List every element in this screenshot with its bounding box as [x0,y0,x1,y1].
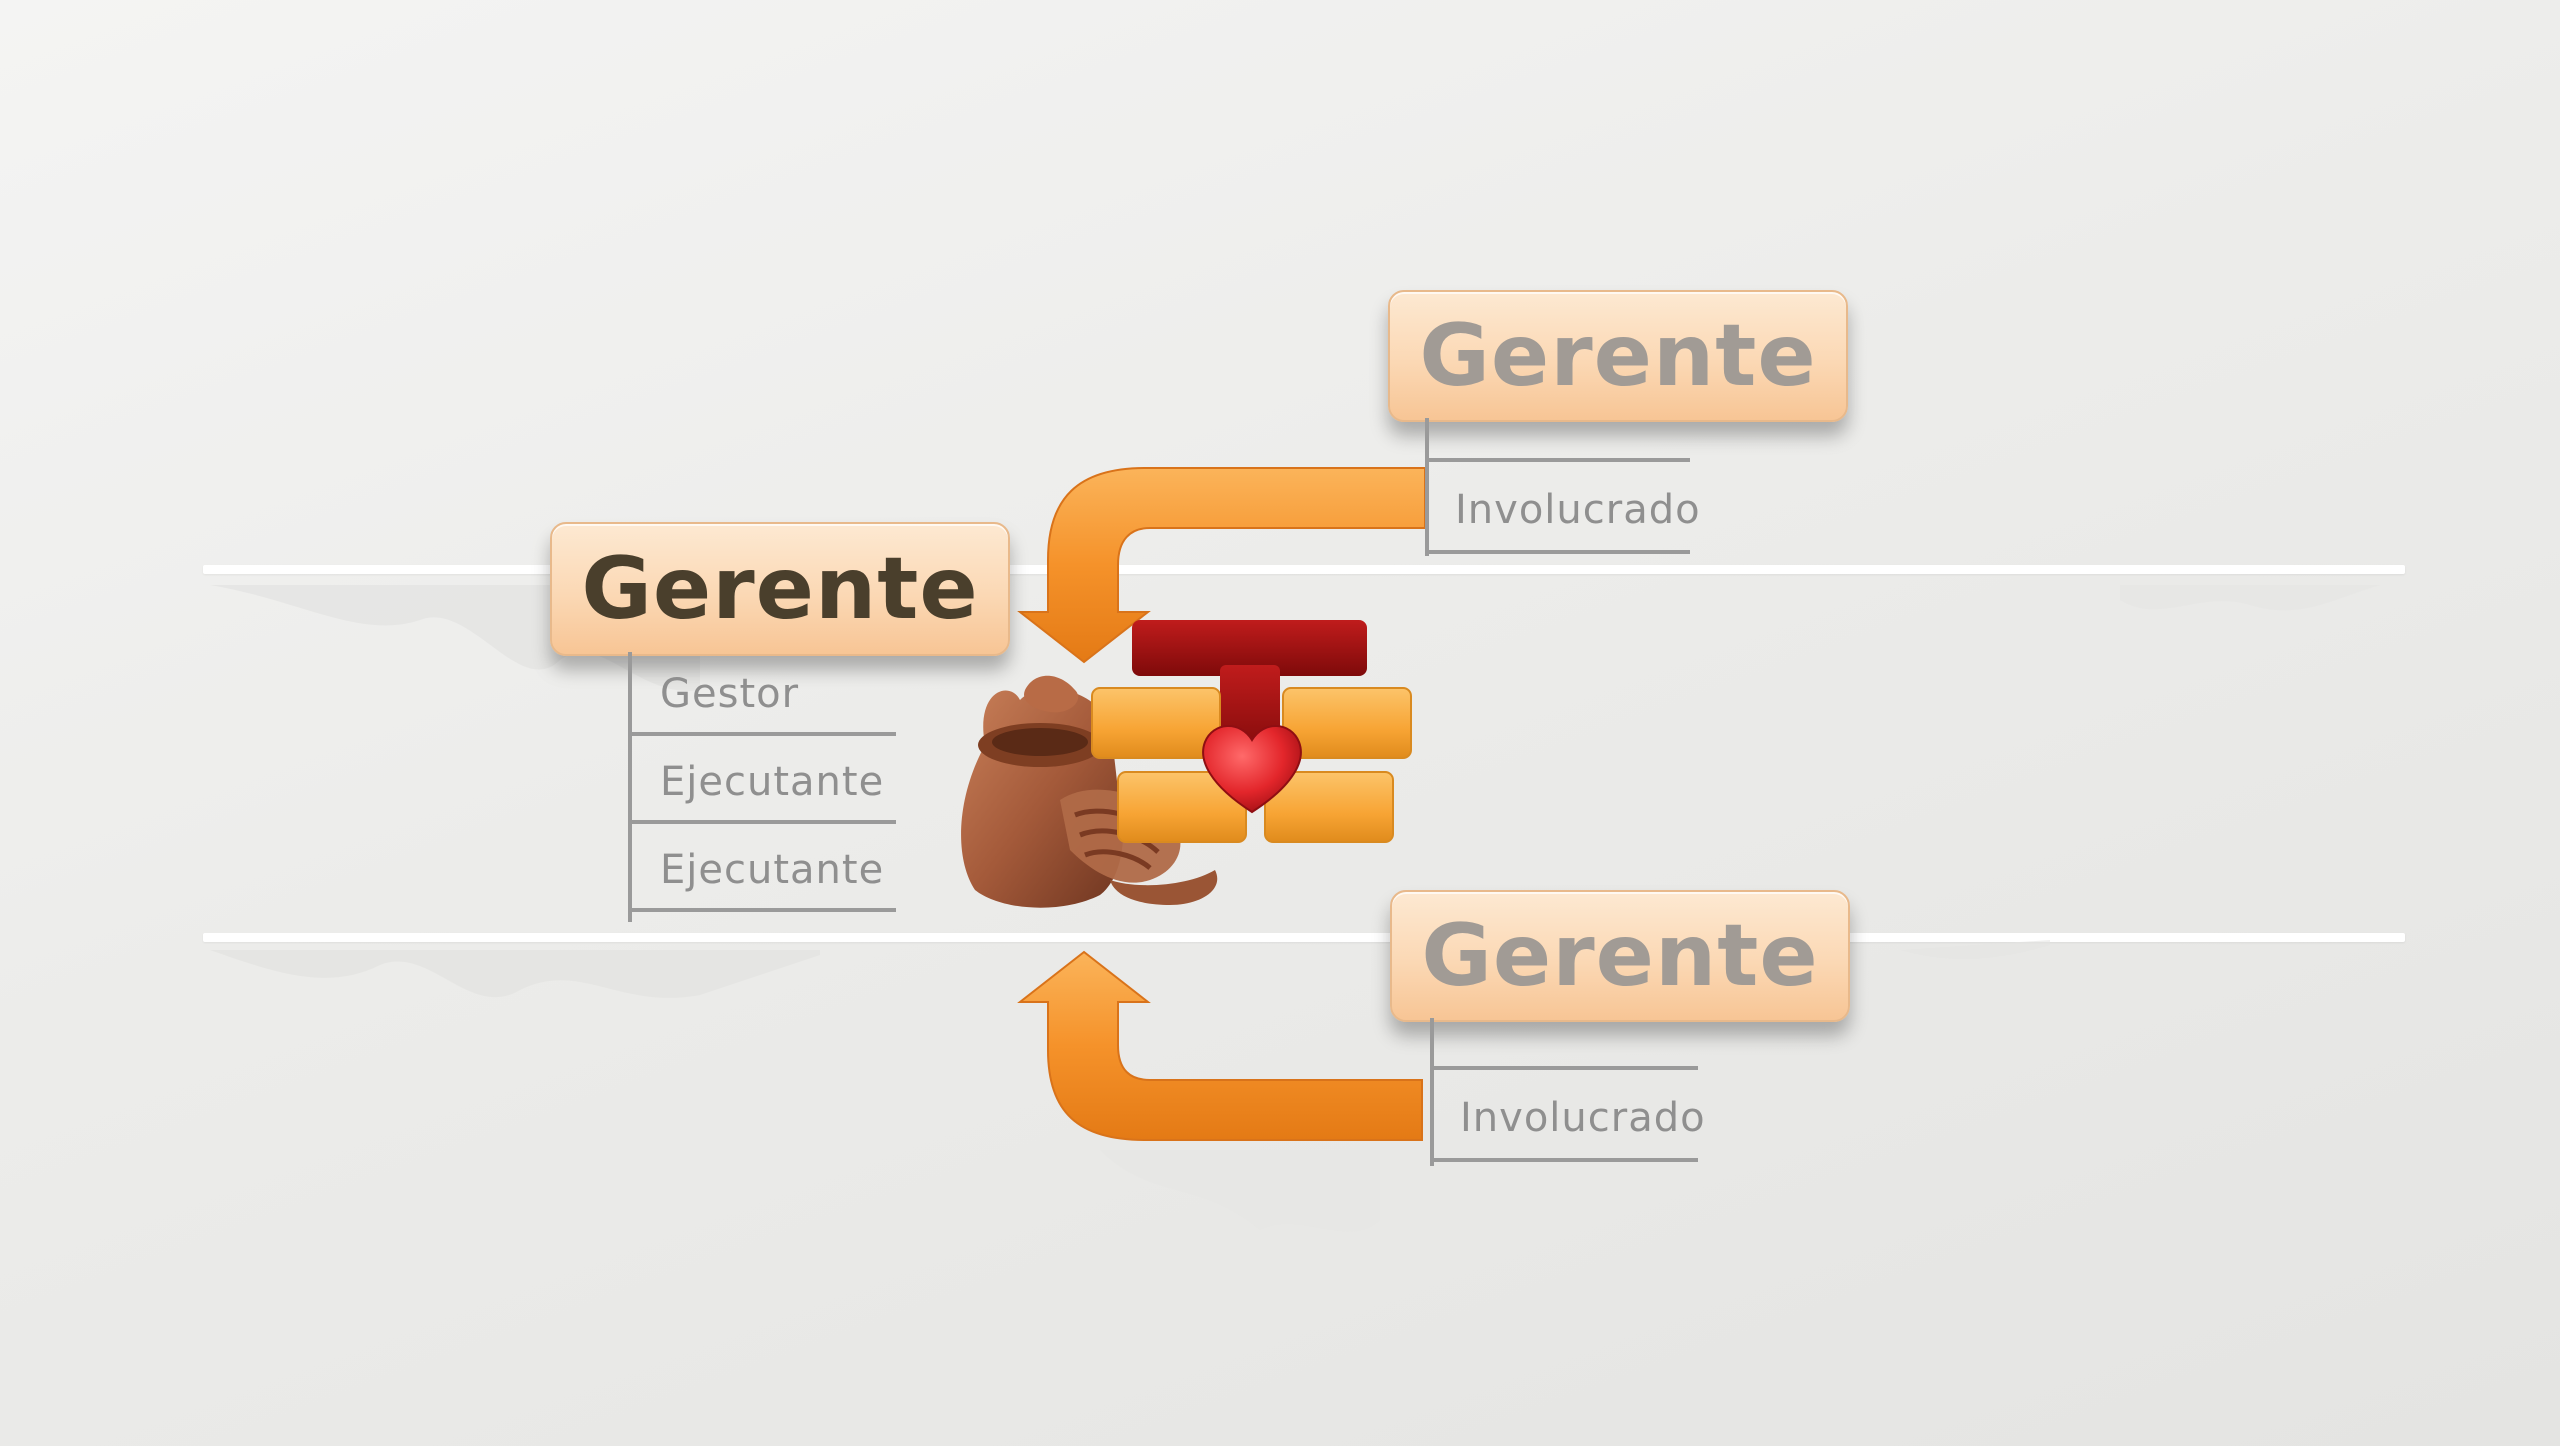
top-bracket-spacer [1425,418,1690,462]
center-role-gestor: Gestor [628,652,896,736]
bottom-gerente-box: Gerente [1390,890,1850,1022]
center-role-ejecutante-2: Ejecutante [628,828,896,912]
center-gerente-box: Gerente [550,522,1010,656]
top-gerente-title: Gerente [1419,306,1817,406]
arrow-top-shape [1017,467,1426,664]
bottom-bracket-line [1430,1018,1434,1166]
brick-wall-icon [1091,687,1412,843]
center-bracket-line [628,652,632,922]
top-bracket-line [1425,418,1429,556]
bottom-bracket-spacer [1430,1018,1698,1070]
bottom-gerente-title: Gerente [1421,906,1819,1006]
arrow-bottom-shape [1017,950,1423,1141]
center-role-ejecutante-1: Ejecutante [628,740,896,824]
band-line-lower [203,933,2405,942]
top-role-involucrado: Involucrado [1425,466,1700,554]
center-gerente-title: Gerente [581,539,979,639]
bottom-role-involucrado: Involucrado [1430,1074,1705,1162]
heart-icon [1202,725,1302,814]
top-gerente-box: Gerente [1388,290,1848,422]
band-line-upper [203,565,2405,574]
